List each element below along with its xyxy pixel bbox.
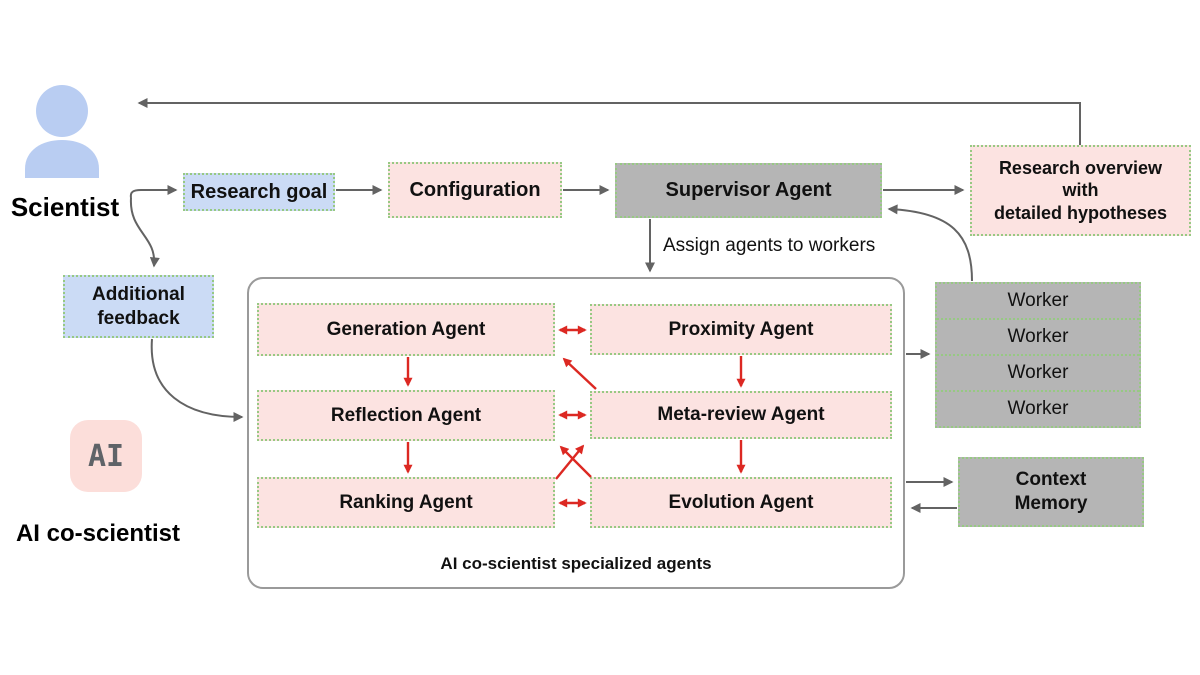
agent-proximity: Proximity Agent xyxy=(590,304,892,355)
research-goal-node: Research goal xyxy=(183,173,335,211)
context-memory-line: Memory xyxy=(1014,493,1088,514)
ai-badge-icon: AI xyxy=(70,420,142,492)
research-goal-label: Research goal xyxy=(190,180,328,203)
scientist-label: Scientist xyxy=(10,192,120,222)
research-overview-line: Research overview xyxy=(998,157,1163,178)
assign-agents-edge-label: Assign agents to workers xyxy=(663,235,876,256)
worker-row: Worker xyxy=(937,320,1139,356)
agent-generation: Generation Agent xyxy=(257,303,555,356)
research-overview-line: detailed hypotheses xyxy=(993,202,1168,223)
agent-meta-review-label: Meta-review Agent xyxy=(657,404,825,426)
worker-row: Worker xyxy=(937,284,1139,320)
agent-evolution: Evolution Agent xyxy=(590,477,892,528)
research-overview-line: with xyxy=(1062,180,1099,201)
worker-row: Worker xyxy=(937,356,1139,392)
edge-overview-to-scientist xyxy=(137,98,1081,145)
edge-scientist-to-additional-feedback xyxy=(129,197,160,268)
additional-feedback-node: Additional feedback xyxy=(63,275,214,338)
research-overview-node: Research overview with detailed hypothes… xyxy=(970,145,1191,236)
agent-reflection-label: Reflection Agent xyxy=(330,404,482,426)
supervisor-agent-node: Supervisor Agent xyxy=(615,163,882,218)
agent-meta-review: Meta-review Agent xyxy=(590,391,892,439)
agent-reflection: Reflection Agent xyxy=(257,390,555,441)
ai-co-scientist-label: AI co-scientist xyxy=(15,520,181,547)
additional-feedback-line: feedback xyxy=(97,307,180,329)
agent-ranking: Ranking Agent xyxy=(257,477,555,528)
scientist-person-icon xyxy=(25,85,99,178)
configuration-label: Configuration xyxy=(409,178,541,201)
additional-feedback-line: Additional xyxy=(92,283,185,305)
agent-ranking-label: Ranking Agent xyxy=(339,491,473,513)
edge-scientist-to-research-goal xyxy=(129,185,178,199)
agent-generation-label: Generation Agent xyxy=(326,318,486,340)
agent-proximity-label: Proximity Agent xyxy=(668,318,814,340)
edge-workers-to-supervisor xyxy=(887,204,973,282)
specialized-agents-caption: AI co-scientist specialized agents xyxy=(440,554,712,573)
context-memory-node: Context Memory xyxy=(958,457,1144,527)
supervisor-agent-label: Supervisor Agent xyxy=(665,179,832,201)
workers-node: Worker Worker Worker Worker xyxy=(935,282,1141,428)
worker-row: Worker xyxy=(1007,398,1069,419)
context-memory-line: Context xyxy=(1015,469,1087,491)
agent-evolution-label: Evolution Agent xyxy=(668,491,814,513)
edge-additional-feedback-to-agents xyxy=(150,338,244,422)
configuration-node: Configuration xyxy=(388,162,562,218)
